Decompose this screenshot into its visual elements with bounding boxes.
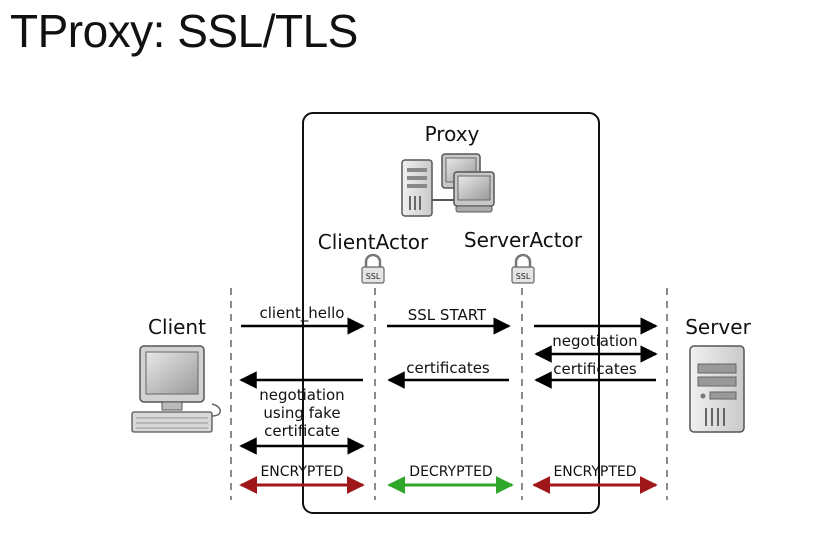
client-proxy-channel-label: ENCRYPTED [260,464,343,480]
server-tower-icon [689,345,745,433]
client-hello-label: client_hello [260,304,345,323]
client-label: Client [148,315,206,339]
server-actor-ssl-badge: SSL [516,272,531,281]
negotiation-label: negotiation [552,332,637,350]
server-actor-lock-icon: SSL [511,253,535,284]
fake-cert-label-line2: using fake [263,404,340,422]
proxy-box [302,112,600,514]
proxy-certificates-label: certificates [406,359,490,377]
proxy-computers-icon [401,153,495,217]
fake-cert-label-line3: certificate [264,422,340,440]
ssl-start-label: SSL START [408,306,487,324]
slide-title: TProxy: SSL/TLS [10,5,358,57]
client-actor-lock-icon: SSL [361,253,385,284]
internal-channel-label: DECRYPTED [409,464,492,480]
proxy-server-channel-label: ENCRYPTED [553,464,636,480]
server-actor-label: ServerActor [464,228,583,252]
server-certificates-label: certificates [553,360,637,378]
proxy-label: Proxy [425,122,480,146]
fake-cert-label-line1: negotiation [259,386,344,404]
client-actor-label: ClientActor [318,230,429,254]
client-computer-icon [131,345,221,433]
client-actor-ssl-badge: SSL [366,272,381,281]
server-label: Server [685,315,751,339]
